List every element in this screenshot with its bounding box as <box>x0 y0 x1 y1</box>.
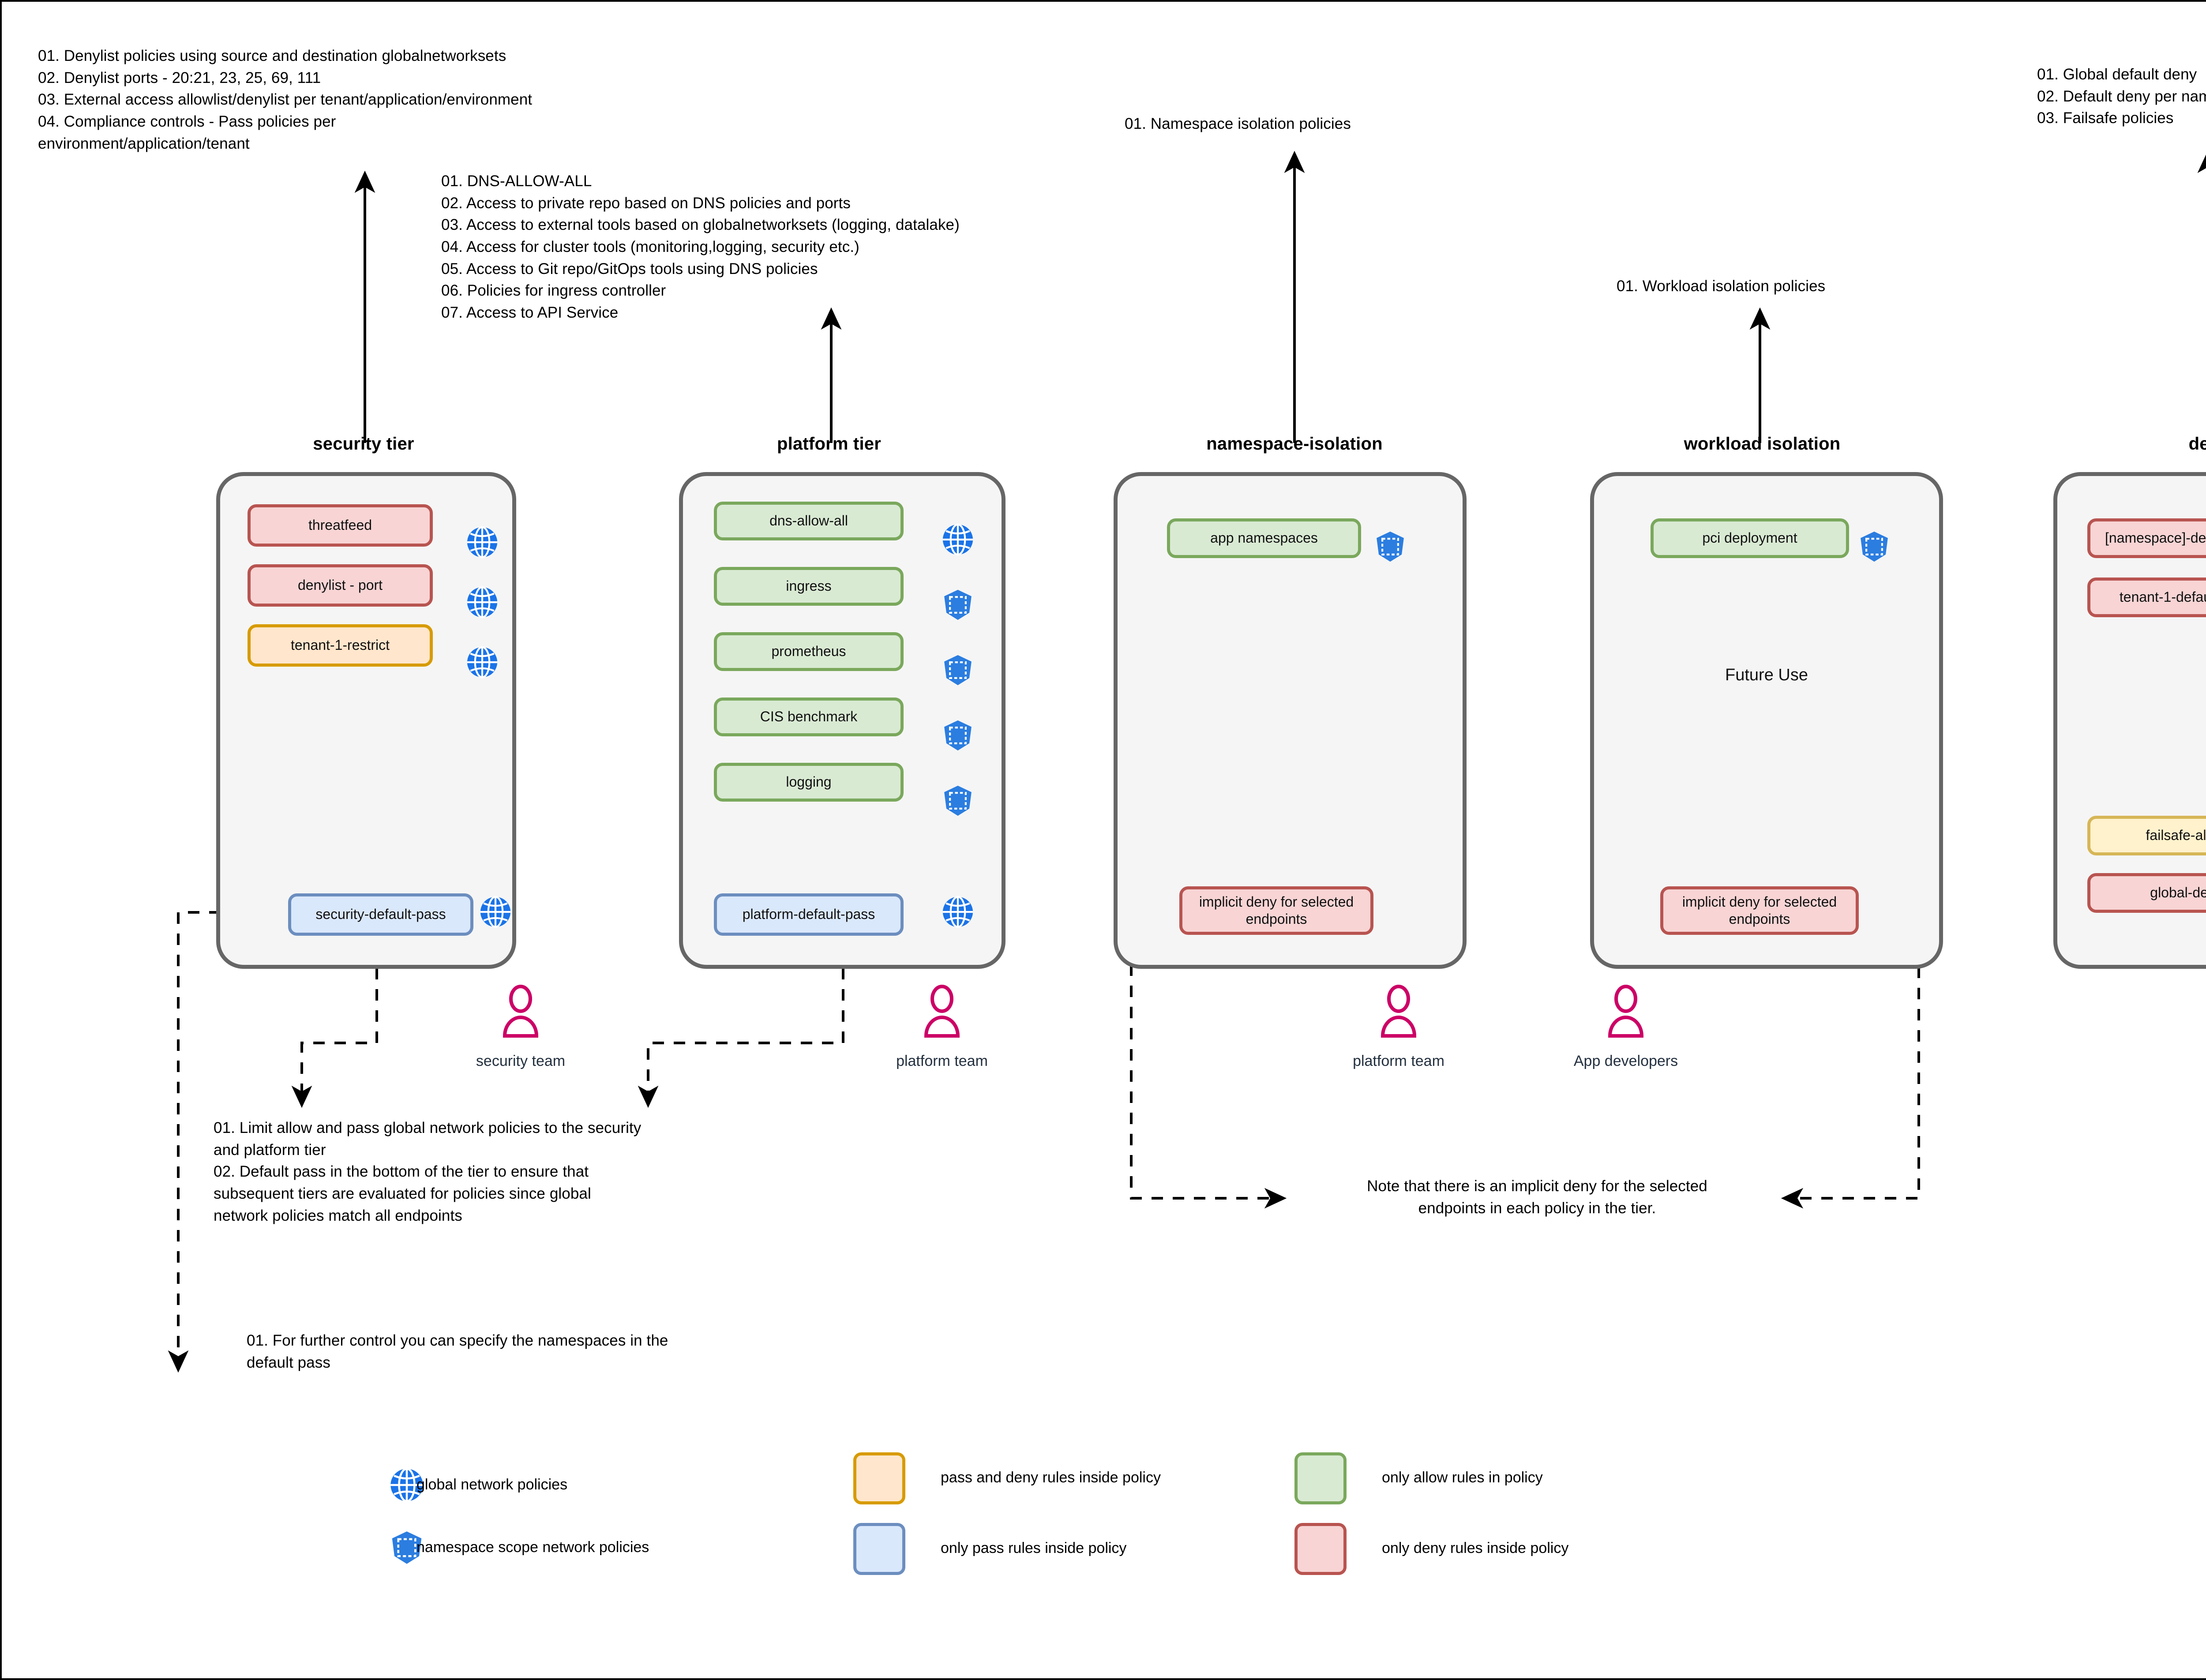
policy-prometheus[interactable]: prometheus <box>714 632 904 671</box>
policy-implicit-deny-namespace[interactable]: implicit deny for selected endpoints <box>1179 886 1373 935</box>
person-icon <box>924 985 960 1038</box>
legend-namespace-scope-policy-icon <box>392 1531 422 1564</box>
person-icon <box>1608 985 1644 1038</box>
global-network-policy-icon <box>467 526 498 559</box>
namespace-scope-policy-icon <box>944 785 972 816</box>
namespace-scope-policy-icon <box>944 720 972 751</box>
tier-box-namespace-isolation: app namespaces implicit deny for selecte… <box>1114 472 1467 969</box>
persona-label-platform-team: platform team <box>896 1053 988 1069</box>
policy-dns-allow-all[interactable]: dns-allow-all <box>714 502 904 540</box>
legend-label-only-pass-rules: only pass rules inside policy <box>941 1540 1127 1556</box>
legend-swatch-only-deny <box>1294 1523 1347 1575</box>
person-icon <box>1381 985 1417 1038</box>
policy-logging[interactable]: logging <box>714 763 904 802</box>
persona-label-app-developers: App developers <box>1573 1053 1678 1069</box>
global-network-policy-icon <box>942 523 973 556</box>
namespace-scope-policy-icon <box>1377 531 1404 562</box>
policy-denylist-port[interactable]: denylist - port <box>248 564 433 607</box>
legend-swatch-pass-and-deny <box>853 1452 905 1504</box>
workload-isolation-note: 01. Workload isolation policies <box>1617 278 1826 295</box>
tier-title-platform: platform tier <box>777 434 881 454</box>
namespace-scope-policy-icon <box>944 655 972 686</box>
legend-label-namespace-scope-network-policies: namespace scope network policies <box>416 1539 649 1556</box>
further-control-note: 01. For further control you can specify … <box>247 1332 668 1371</box>
bottom-left-notes: 01. Limit allow and pass global network … <box>214 1119 642 1224</box>
policy-implicit-deny-workload[interactable]: implicit deny for selected endpoints <box>1660 886 1859 935</box>
tier-box-workload-isolation: pci deployment Future Use implicit deny … <box>1590 472 1943 969</box>
persona-label-security-team: security team <box>476 1053 566 1069</box>
policy-tenant-1-default-deny[interactable]: tenant-1-default-deny <box>2087 578 2206 617</box>
person-icon <box>503 985 539 1038</box>
global-network-policy-icon <box>942 896 973 928</box>
tier-title-default: default tier <box>2188 434 2206 454</box>
policy-ingress[interactable]: ingress <box>714 567 904 606</box>
tier-box-default: [namespace]-default-deny tenant-1-defaul… <box>2053 472 2206 969</box>
global-network-policy-icon <box>467 646 498 679</box>
global-network-policy-icon <box>467 586 498 619</box>
global-network-policy-icon <box>480 896 511 928</box>
legend-label-only-allow-rules: only allow rules in policy <box>1382 1469 1543 1486</box>
namespace-scope-policy-icon <box>1861 531 1888 562</box>
namespace-scope-policy-icon <box>944 589 972 620</box>
policy-cis-benchmark[interactable]: CIS benchmark <box>714 698 904 736</box>
legend-global-network-policy-icon <box>390 1467 423 1503</box>
implicit-deny-note: Note that there is an implicit deny for … <box>1367 1178 1707 1217</box>
policy-failsafe-allow[interactable]: failsafe-allow <box>2087 816 2206 855</box>
tier-title-namespace-isolation: namespace-isolation <box>1206 434 1383 454</box>
tier-box-platform: dns-allow-all ingress prometheus CIS ben… <box>679 472 1005 969</box>
legend-swatch-only-allow <box>1294 1452 1347 1504</box>
policy-namespace-default-deny[interactable]: [namespace]-default-deny <box>2087 518 2206 558</box>
legend-swatch-only-pass <box>853 1523 905 1575</box>
policy-pci-deployment[interactable]: pci deployment <box>1651 518 1849 558</box>
tier-title-security: security tier <box>313 434 414 454</box>
policy-security-default-pass[interactable]: security-default-pass <box>288 893 473 936</box>
legend-label-only-deny-rules: only deny rules inside policy <box>1382 1540 1569 1556</box>
persona-label-platform-team-2: platform team <box>1353 1053 1444 1069</box>
policy-platform-default-pass[interactable]: platform-default-pass <box>714 893 904 936</box>
workload-future-use-text: Future Use <box>1725 666 1808 684</box>
legend-label-pass-and-deny-rules: pass and deny rules inside policy <box>941 1469 1161 1486</box>
tier-title-workload-isolation: workload isolation <box>1684 434 1841 454</box>
policy-threatfeed[interactable]: threatfeed <box>248 504 433 547</box>
legend-label-global-network-policies: global network policies <box>416 1476 568 1493</box>
policy-global-deny[interactable]: global-deny <box>2087 873 2206 913</box>
tier-box-security: threatfeed denylist - port tenant-1-rest… <box>216 472 516 969</box>
platform-tier-notes: 01. DNS-ALLOW-ALL 02. Access to private … <box>441 172 960 322</box>
security-tier-notes: 01. Denylist policies using source and d… <box>38 47 533 152</box>
default-tier-notes: 01. Global default deny 02. Default deny… <box>2037 66 2206 127</box>
policy-tenant-1-restrict[interactable]: tenant-1-restrict <box>248 624 433 667</box>
policy-app-namespaces[interactable]: app namespaces <box>1167 518 1361 558</box>
namespace-isolation-note: 01. Namespace isolation policies <box>1125 115 1351 132</box>
